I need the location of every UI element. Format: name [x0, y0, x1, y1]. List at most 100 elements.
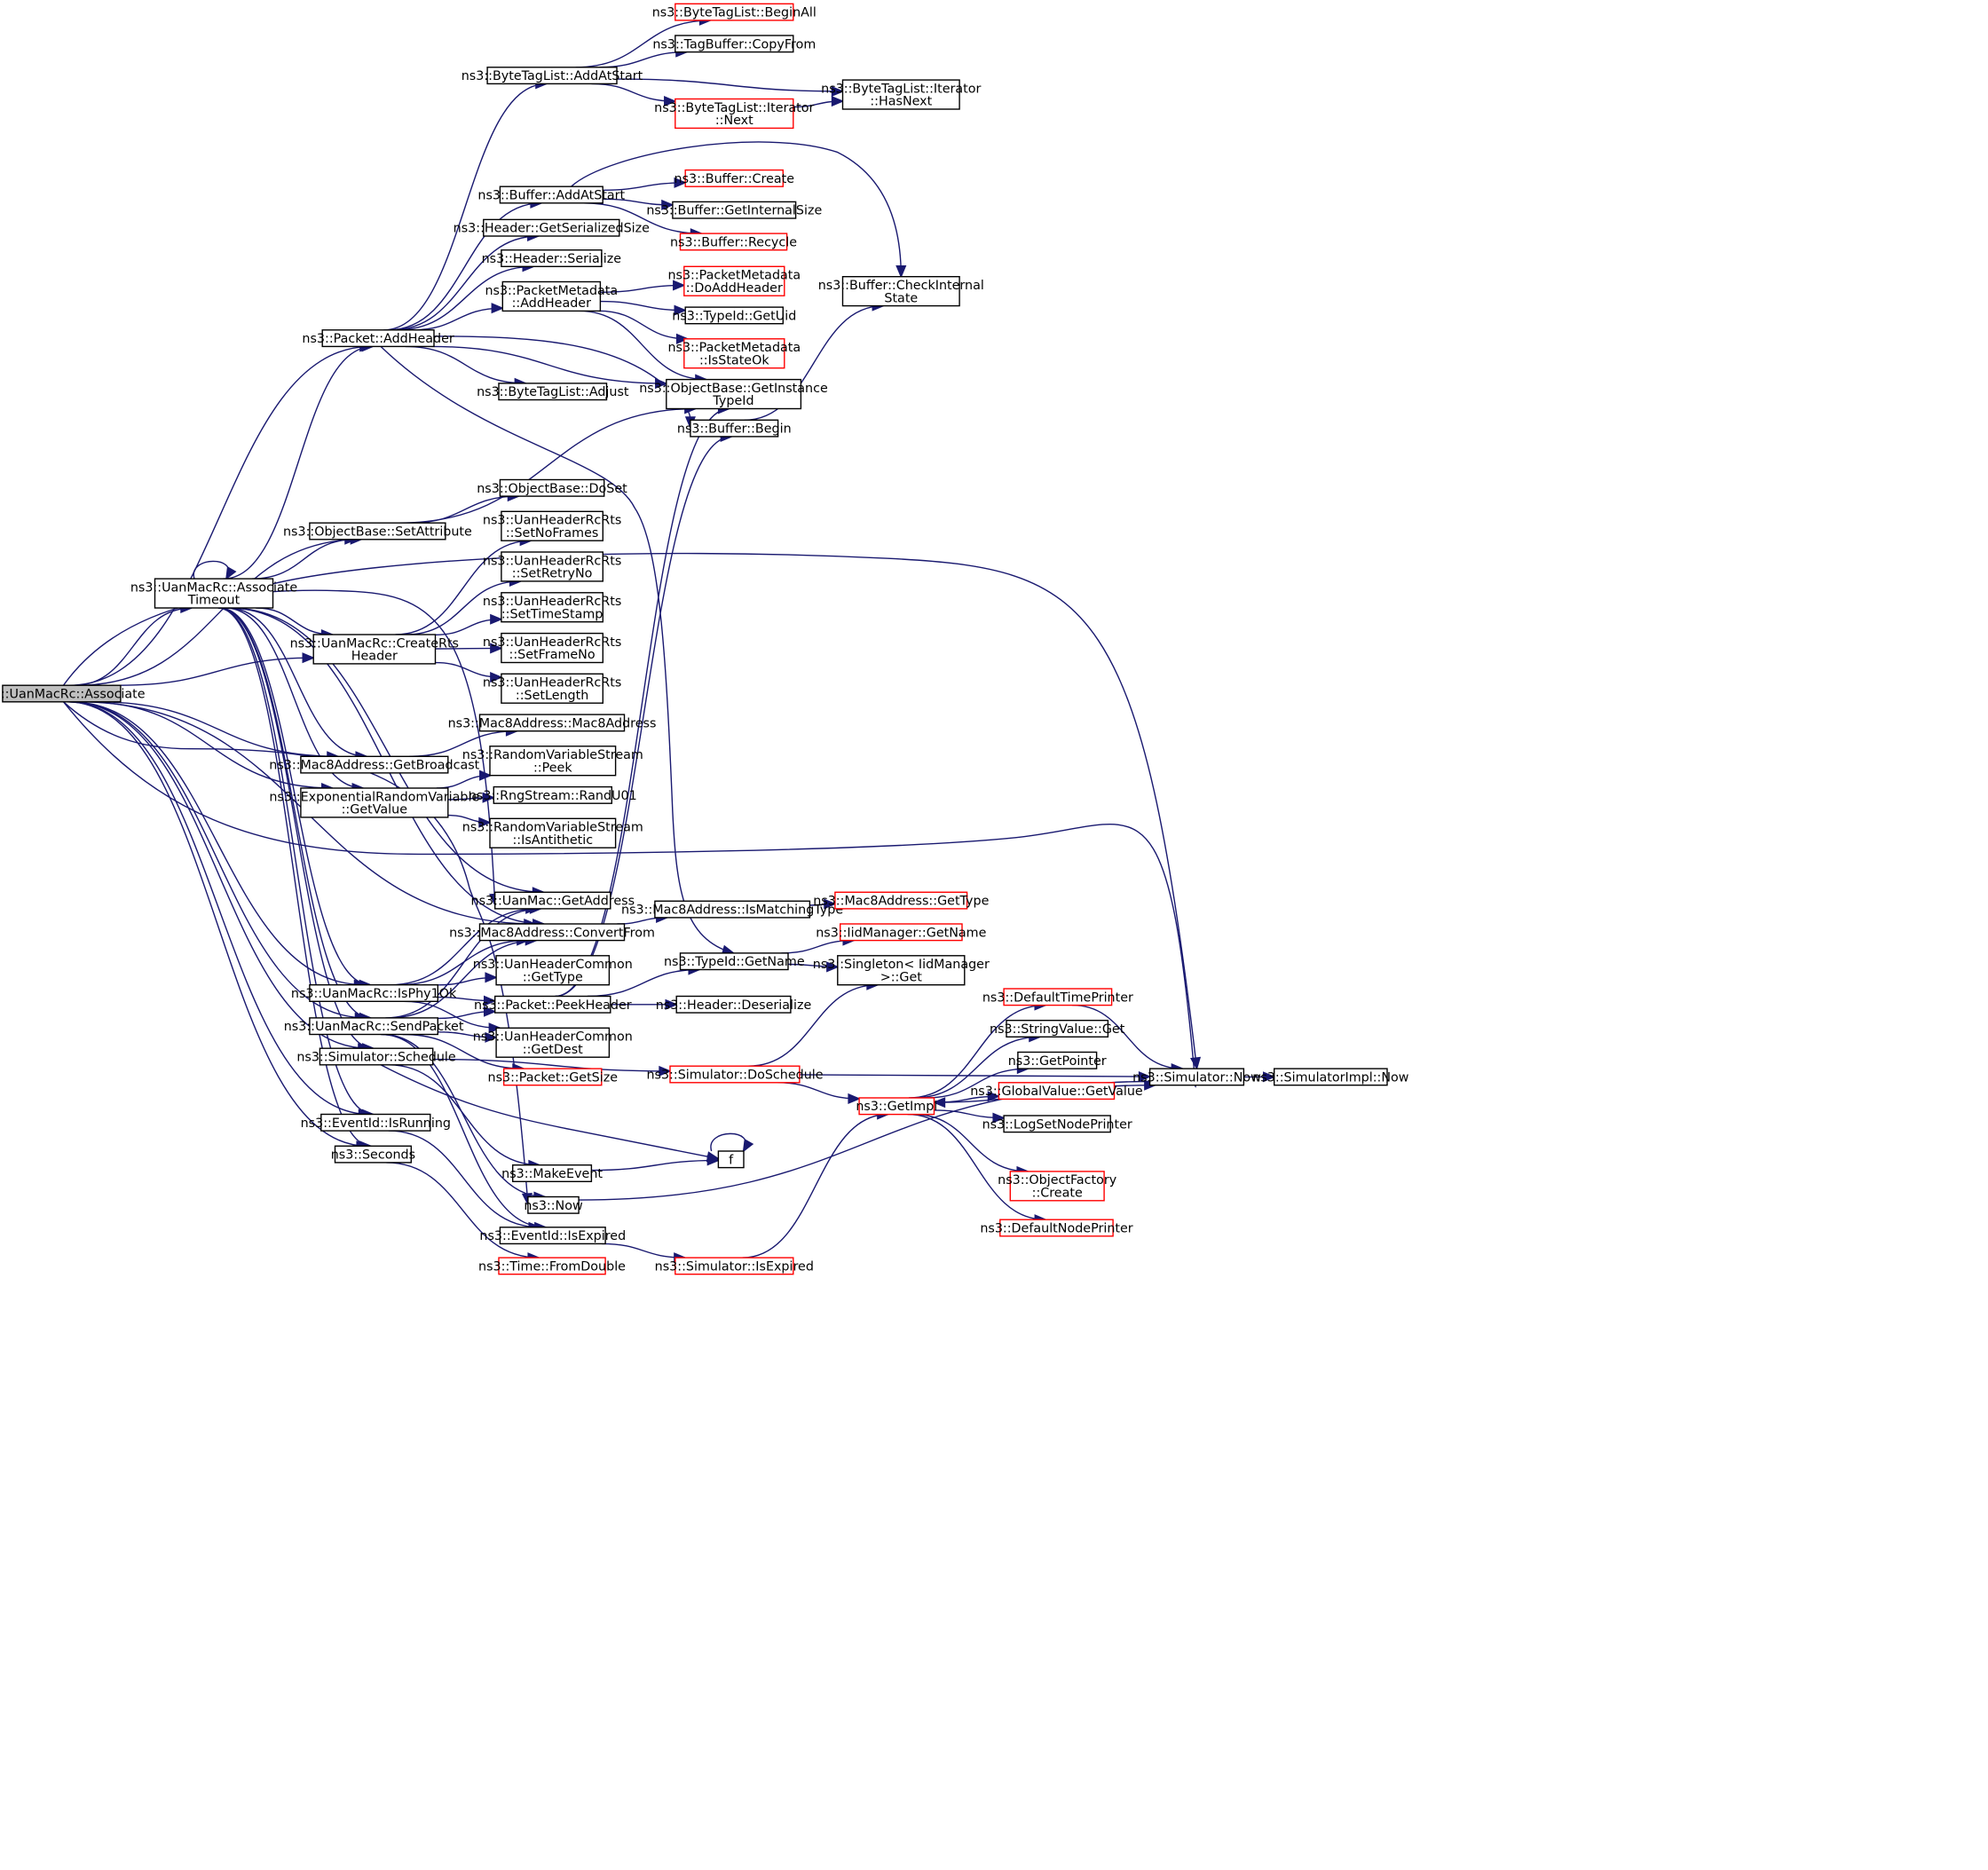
node-label: ns3::UanMacRc::SendPacket — [284, 1020, 464, 1034]
node-label: ns3::PacketMetadata — [667, 269, 801, 283]
node-set-frameno[interactable]: ns3::UanHeaderRcRts::SetFrameNo — [483, 632, 621, 664]
node-set-timestamp[interactable]: ns3::UanHeaderRcRts::SetTimeStamp — [483, 592, 621, 623]
node-get-broadcast[interactable]: ns3::Mac8Address::GetBroadcast — [269, 755, 480, 774]
node-buffer-recycle[interactable]: ns3::Buffer::Recycle — [670, 233, 797, 251]
node-pm-doaddheader[interactable]: ns3::PacketMetadata::DoAddHeader — [667, 265, 801, 296]
node-objectfactory-create[interactable]: ns3::ObjectFactory::Create — [998, 1171, 1117, 1202]
node-label: ns3::GetPointer — [1008, 1054, 1107, 1069]
node-now[interactable]: ns3::Now — [524, 1195, 583, 1214]
node-label: ns3::ExponentialRandomVariable — [269, 790, 479, 804]
node-rvs-isantithetic[interactable]: ns3::RandomVariableStream::IsAntithetic — [462, 817, 643, 848]
node-bytetag-iter-next[interactable]: ns3::ByteTagList::Iterator::Next — [654, 98, 815, 130]
node-add-header[interactable]: ns3::Packet::AddHeader — [302, 329, 454, 348]
edge-getimpl-to-logsetnodeprinter — [934, 1109, 1006, 1124]
node-makeevent[interactable]: ns3::MakeEvent — [501, 1164, 603, 1182]
node-mac8-convertfrom[interactable]: ns3::Mac8Address::ConvertFrom — [449, 923, 655, 942]
node-label: ns3::TypeId::GetName — [664, 955, 805, 969]
node-exp-getvalue[interactable]: ns3::ExponentialRandomVariable::GetValue — [269, 787, 479, 818]
node-pm-addheader[interactable]: ns3::PacketMetadata::AddHeader — [485, 280, 618, 312]
node-label: ns3::Packet::PeekHeader — [474, 998, 632, 1013]
node-objectbase-doset[interactable]: ns3::ObjectBase::DoSet — [477, 478, 627, 497]
node-packet-peekheader[interactable]: ns3::Packet::PeekHeader — [474, 995, 632, 1014]
node-associate[interactable]: ns3::UanMacRc::Associate — [0, 684, 146, 703]
node-mac8-ctor[interactable]: ns3::Mac8Address::Mac8Address — [448, 714, 657, 732]
node-bytetag-beginall[interactable]: ns3::ByteTagList::BeginAll — [652, 3, 816, 21]
node-label: ns3::IidManager::GetName — [816, 926, 986, 940]
node-getpointer[interactable]: ns3::GetPointer — [1008, 1051, 1107, 1069]
node-buffer-create[interactable]: ns3::Buffer::Create — [674, 169, 795, 187]
node-uanmac-getaddress[interactable]: ns3::UanMac::GetAddress — [471, 891, 635, 910]
node-buffer-getinternalsize[interactable]: ns3::Buffer::GetInternalSize — [646, 201, 822, 219]
edge-associate-to-sendpacket — [69, 701, 368, 1023]
node-buffer-begin[interactable]: ns3::Buffer::Begin — [677, 419, 792, 438]
node-label: ::IsAntithetic — [512, 833, 593, 848]
node-globalvalue-getvalue[interactable]: ns3::GlobalValue::GetValue — [970, 1082, 1143, 1101]
node-uhc-getdest[interactable]: ns3::UanHeaderCommon::GetDest — [473, 1027, 633, 1058]
node-singleton-get[interactable]: ns3::Singleton< IidManager >::Get — [813, 955, 990, 986]
node-sim-isexpired[interactable]: ns3::Simulator::IsExpired — [655, 1257, 814, 1275]
node-label: ns3::PacketMetadata — [485, 284, 618, 298]
node-set-attribute[interactable]: ns3::ObjectBase::SetAttribute — [283, 522, 472, 540]
node-packet-getsize[interactable]: ns3::Packet::GetSize — [488, 1068, 619, 1086]
node-buffer-addatstart[interactable]: ns3::Buffer::AddAtStart — [477, 185, 626, 204]
node-bytetag-adjust[interactable]: ns3::ByteTagList::Adjust — [477, 383, 629, 401]
node-label: ns3::Simulator::DoSchedule — [646, 1069, 823, 1083]
node-defaultnodeprinter[interactable]: ns3::DefaultNodePrinter — [980, 1219, 1133, 1237]
node-eventid-isrunning[interactable]: ns3::EventId::IsRunning — [301, 1113, 451, 1132]
node-label: Timeout — [187, 594, 241, 608]
node-set-length[interactable]: ns3::UanHeaderRcRts::SetLength — [483, 673, 621, 704]
node-header-deserialize[interactable]: ns3::Header::Deserialize — [656, 995, 812, 1014]
node-header-serialize[interactable]: ns3::Header::Serialize — [482, 249, 622, 268]
node-sim-now[interactable]: ns3::Simulator::Now — [1132, 1068, 1261, 1086]
node-label: ns3::Simulator::IsExpired — [655, 1259, 814, 1274]
node-sim-schedule[interactable]: ns3::Simulator::Schedule — [296, 1047, 456, 1066]
node-set-retryno[interactable]: ns3::UanHeaderRcRts::SetRetryNo — [483, 551, 621, 582]
node-tagbuffer-copyfrom[interactable]: ns3::TagBuffer::CopyFrom — [652, 35, 816, 53]
node-time-fromdouble[interactable]: ns3::Time::FromDouble — [478, 1257, 626, 1275]
node-label: ::SetRetryNo — [512, 567, 593, 581]
edge-sim_doschedule-to-sim_now — [799, 1071, 1152, 1083]
node-label: f — [729, 1153, 734, 1167]
node-header-getsersize[interactable]: ns3::Header::GetSerializedSize — [454, 218, 651, 237]
edge-assoc_timeout-to-seconds — [217, 607, 373, 1152]
node-defaulttimeprinter[interactable]: ns3::DefaultTimePrinter — [982, 988, 1133, 1006]
node-sim-doschedule[interactable]: ns3::Simulator::DoSchedule — [646, 1065, 824, 1084]
node-seconds[interactable]: ns3::Seconds — [331, 1145, 415, 1164]
node-stringvalue-get[interactable]: ns3::StringValue::Get — [990, 1019, 1125, 1038]
node-rng-randu01[interactable]: ns3::RngStream::RandU01 — [469, 785, 637, 804]
node-iidmanager-getname[interactable]: ns3::IidManager::GetName — [816, 923, 987, 942]
node-simimpl-now[interactable]: ns3::SimulatorImpl::Now — [1252, 1068, 1409, 1086]
node-logsetnodeprinter[interactable]: ns3::LogSetNodePrinter — [982, 1115, 1132, 1133]
node-typeid-getuid[interactable]: ns3::TypeId::GetUid — [672, 306, 796, 325]
node-uhc-gettype[interactable]: ns3::UanHeaderCommon::GetType — [473, 955, 633, 986]
node-bytetag-iter-hasnext[interactable]: ns3::ByteTagList::Iterator::HasNext — [821, 79, 982, 110]
node-label: ns3::Simulator::Schedule — [296, 1051, 456, 1065]
node-typeid-getname[interactable]: ns3::TypeId::GetName — [664, 952, 805, 971]
edge-associate-to-isphy1ok — [69, 701, 367, 990]
node-eventid-isexpired[interactable]: ns3::EventId::IsExpired — [479, 1227, 626, 1245]
node-label: ns3::RandomVariableStream — [462, 748, 643, 762]
node-sendpacket[interactable]: ns3::UanMacRc::SendPacket — [284, 1017, 464, 1036]
node-set-noframes[interactable]: ns3::UanHeaderRcRts::SetNoFrames — [483, 510, 621, 541]
node-pm-isstateok[interactable]: ns3::PacketMetadata::IsStateOk — [667, 338, 801, 369]
node-label: ns3::Mac8Address::ConvertFrom — [449, 926, 655, 940]
edge-packet_peekheader-to-header_deserialize — [610, 998, 679, 1010]
edge-sendpacket-to-packet_peekheader — [438, 1006, 497, 1020]
node-getimpl[interactable]: ns3::GetImpl — [856, 1097, 937, 1116]
node-bytetag-addatstart[interactable]: ns3::ByteTagList::AddAtStart — [462, 67, 643, 85]
node-rvs-peek[interactable]: ns3::RandomVariableStream::Peek — [462, 746, 643, 777]
edge-sim_isexpired-to-getimpl — [742, 1109, 890, 1259]
node-label: ns3::DefaultTimePrinter — [982, 990, 1133, 1005]
edge-sim_doschedule-to-getimpl — [777, 1082, 861, 1105]
node-mac8-ismatchingtype[interactable]: ns3::Mac8Address::IsMatchingType — [621, 900, 843, 919]
node-label: ::AddHeader — [512, 296, 591, 311]
node-mac8-gettype[interactable]: ns3::Mac8Address::GetType — [813, 891, 990, 910]
node-label: ns3::Mac8Address::IsMatchingType — [621, 903, 843, 918]
node-label: ns3::Time::FromDouble — [478, 1259, 626, 1274]
node-isphy1ok[interactable]: ns3::UanMacRc::IsPhy1Ok — [291, 983, 457, 1002]
node-f[interactable]: f — [717, 1150, 745, 1169]
